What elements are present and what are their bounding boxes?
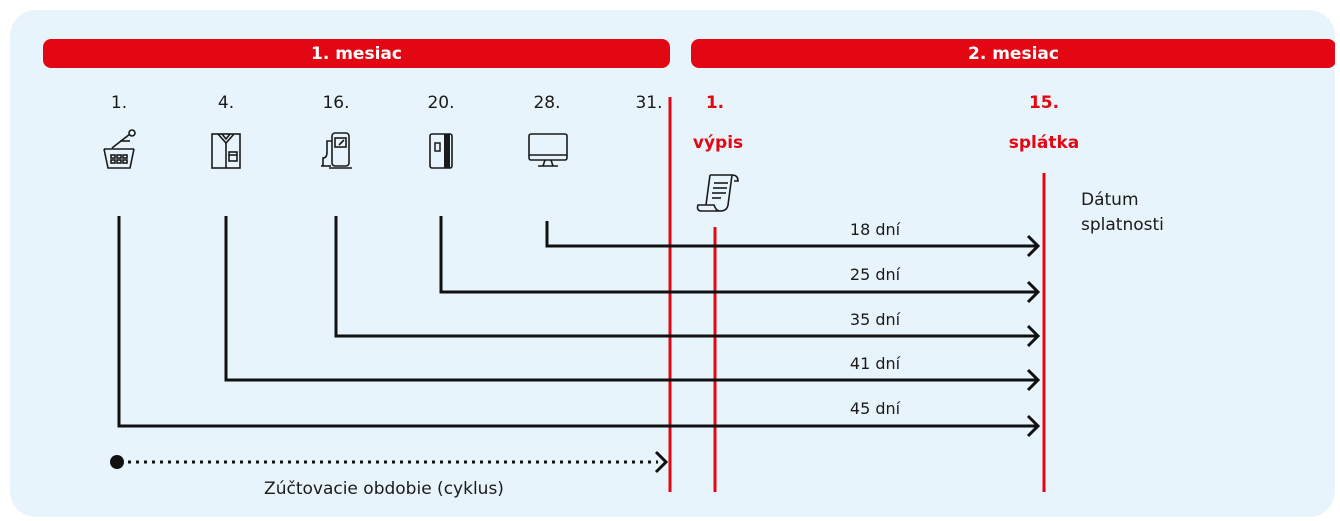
interval-label-35: 35 dní: [849, 310, 901, 329]
arrow-35-days: [334, 216, 1038, 338]
repayment-label: splátka: [1008, 133, 1080, 153]
billing-period-start-dot: [110, 455, 124, 469]
fuel-pump-icon: [321, 132, 352, 169]
day-label-20: 20.: [427, 93, 455, 113]
timeline-lines: [110, 97, 1046, 492]
interval-label-18: 18 dní: [849, 220, 901, 239]
statement-day-label: 1.: [705, 93, 725, 113]
statement-label: výpis: [692, 133, 744, 153]
day-label-16: 16.: [322, 93, 350, 113]
computer-monitor-icon: [528, 133, 568, 167]
interval-label-25: 25 dní: [849, 265, 901, 284]
shirt-icon: [211, 133, 241, 169]
due-date-note: Dátum splatnosti: [1081, 188, 1164, 238]
day-label-31: 31.: [635, 93, 663, 113]
month-1-header: 1. mesiac: [43, 39, 670, 68]
day-label-4: 4.: [217, 93, 235, 113]
arrow-45-days: [117, 216, 1038, 428]
payment-card-icon: [429, 133, 453, 169]
due-date-line2: splatnosti: [1081, 215, 1164, 235]
interval-label-45: 45 dní: [849, 399, 901, 418]
billing-period-label: Zúčtovacie obdobie (cyklus): [264, 479, 504, 499]
interval-label-41: 41 dní: [849, 354, 901, 373]
month-2-header: 2. mesiac: [691, 39, 1335, 68]
repayment-day-label: 15.: [1028, 93, 1060, 113]
billing-period-arrowhead: [654, 450, 669, 474]
receipt-scroll-icon: [696, 174, 739, 212]
shopping-basket-icon: [103, 129, 136, 169]
day-label-1: 1.: [110, 93, 128, 113]
diagram-canvas: 1. mesiac 2. mesiac 1. 4. 16. 20. 28. 31…: [10, 10, 1335, 517]
arrow-41-days: [224, 216, 1038, 382]
day-label-28: 28.: [533, 93, 561, 113]
arrow-18-days: [545, 221, 1038, 248]
due-date-line1: Dátum: [1081, 190, 1139, 210]
arrow-25-days: [439, 216, 1038, 294]
